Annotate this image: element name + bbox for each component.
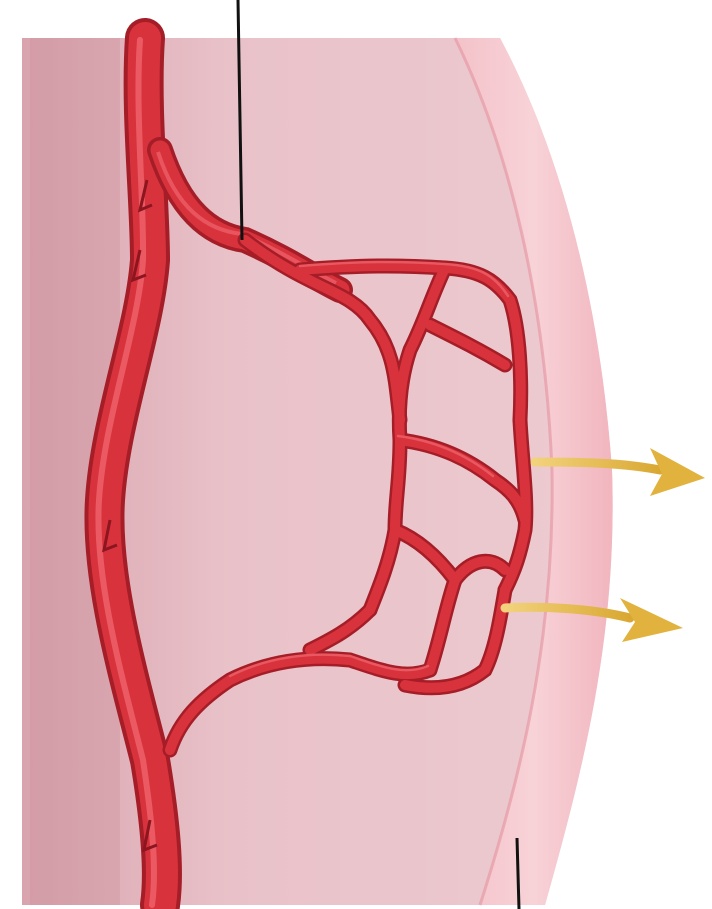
bottom-leader-line (517, 838, 519, 909)
